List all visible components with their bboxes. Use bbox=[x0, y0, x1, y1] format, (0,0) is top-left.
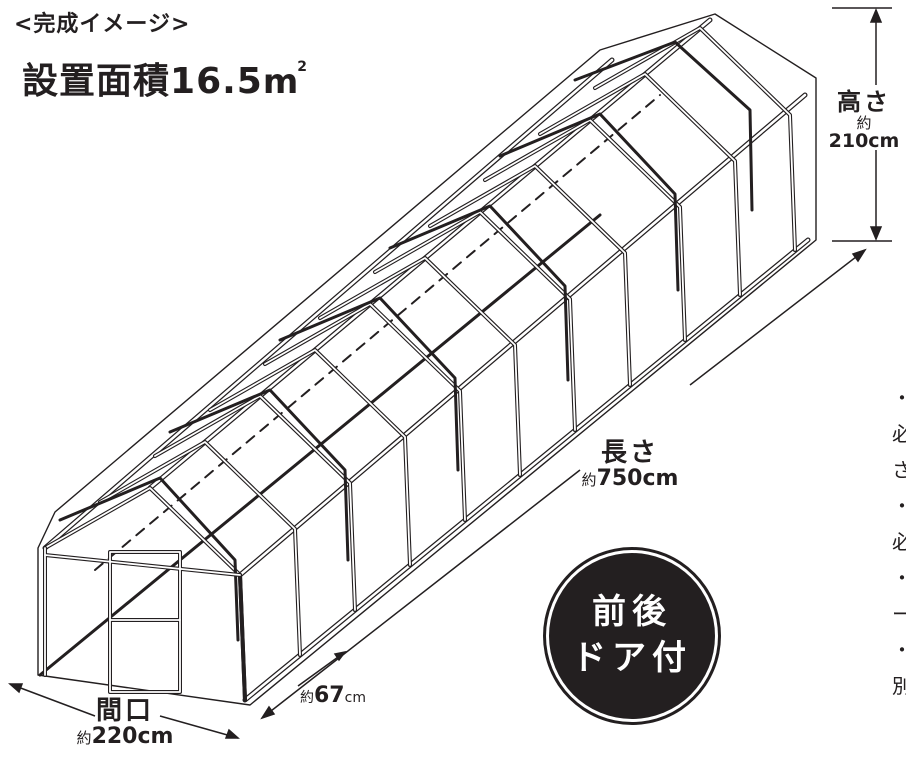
note-char: ・ bbox=[892, 380, 906, 416]
height-value: 210cm bbox=[828, 129, 900, 152]
length-value: 750cm bbox=[596, 466, 679, 492]
length-name: 長さ bbox=[600, 438, 659, 468]
width-value: 220cm bbox=[91, 724, 174, 750]
height-approx: 約 bbox=[856, 114, 872, 133]
door-feature-badge: 前後 ドア付 bbox=[549, 553, 715, 719]
note-char: さ bbox=[892, 458, 906, 482]
note-char: ー bbox=[892, 602, 906, 626]
pitch-value: 67 bbox=[314, 683, 345, 708]
note-char: ・ bbox=[892, 488, 906, 524]
installation-area-unit: m bbox=[262, 62, 300, 102]
greenhouse-frame bbox=[37, 13, 817, 706]
width-name: 間口 bbox=[95, 696, 154, 726]
badge-line-2: ドア付 bbox=[572, 638, 692, 678]
width-approx: 約 bbox=[76, 729, 92, 748]
badge-line-1: 前後 bbox=[592, 592, 672, 633]
note-char: 必 bbox=[892, 530, 906, 554]
pitch-unit: cm bbox=[344, 690, 366, 706]
note-char: ・ bbox=[892, 632, 906, 668]
length-approx: 約 bbox=[581, 471, 597, 490]
installation-area-label: 設置面積 bbox=[22, 61, 171, 102]
note-char: ・ bbox=[892, 560, 906, 596]
note-char: 別 bbox=[892, 674, 906, 698]
note-char: 必 bbox=[892, 422, 906, 446]
heading: <完成イメージ> bbox=[14, 12, 191, 37]
installation-area: 設置面積16.5m2 bbox=[22, 52, 308, 104]
width-dimension-label: 間口 約220cm bbox=[50, 696, 200, 750]
pitch-approx: 約 bbox=[300, 690, 314, 706]
length-dimension-label: 長さ 約750cm bbox=[560, 438, 700, 492]
dimension-lines bbox=[8, 7, 892, 739]
cropped-notes: ・ 必 さ ・ 必 ・ ー ・ 別 bbox=[892, 380, 906, 704]
height-name: 高さ bbox=[837, 88, 891, 116]
installation-area-superscript: 2 bbox=[297, 59, 309, 75]
installation-area-value: 16.5 bbox=[170, 61, 263, 102]
pitch-dimension-label: 約67cm bbox=[300, 683, 366, 708]
height-dimension-label: 高さ 約210cm bbox=[822, 88, 906, 152]
